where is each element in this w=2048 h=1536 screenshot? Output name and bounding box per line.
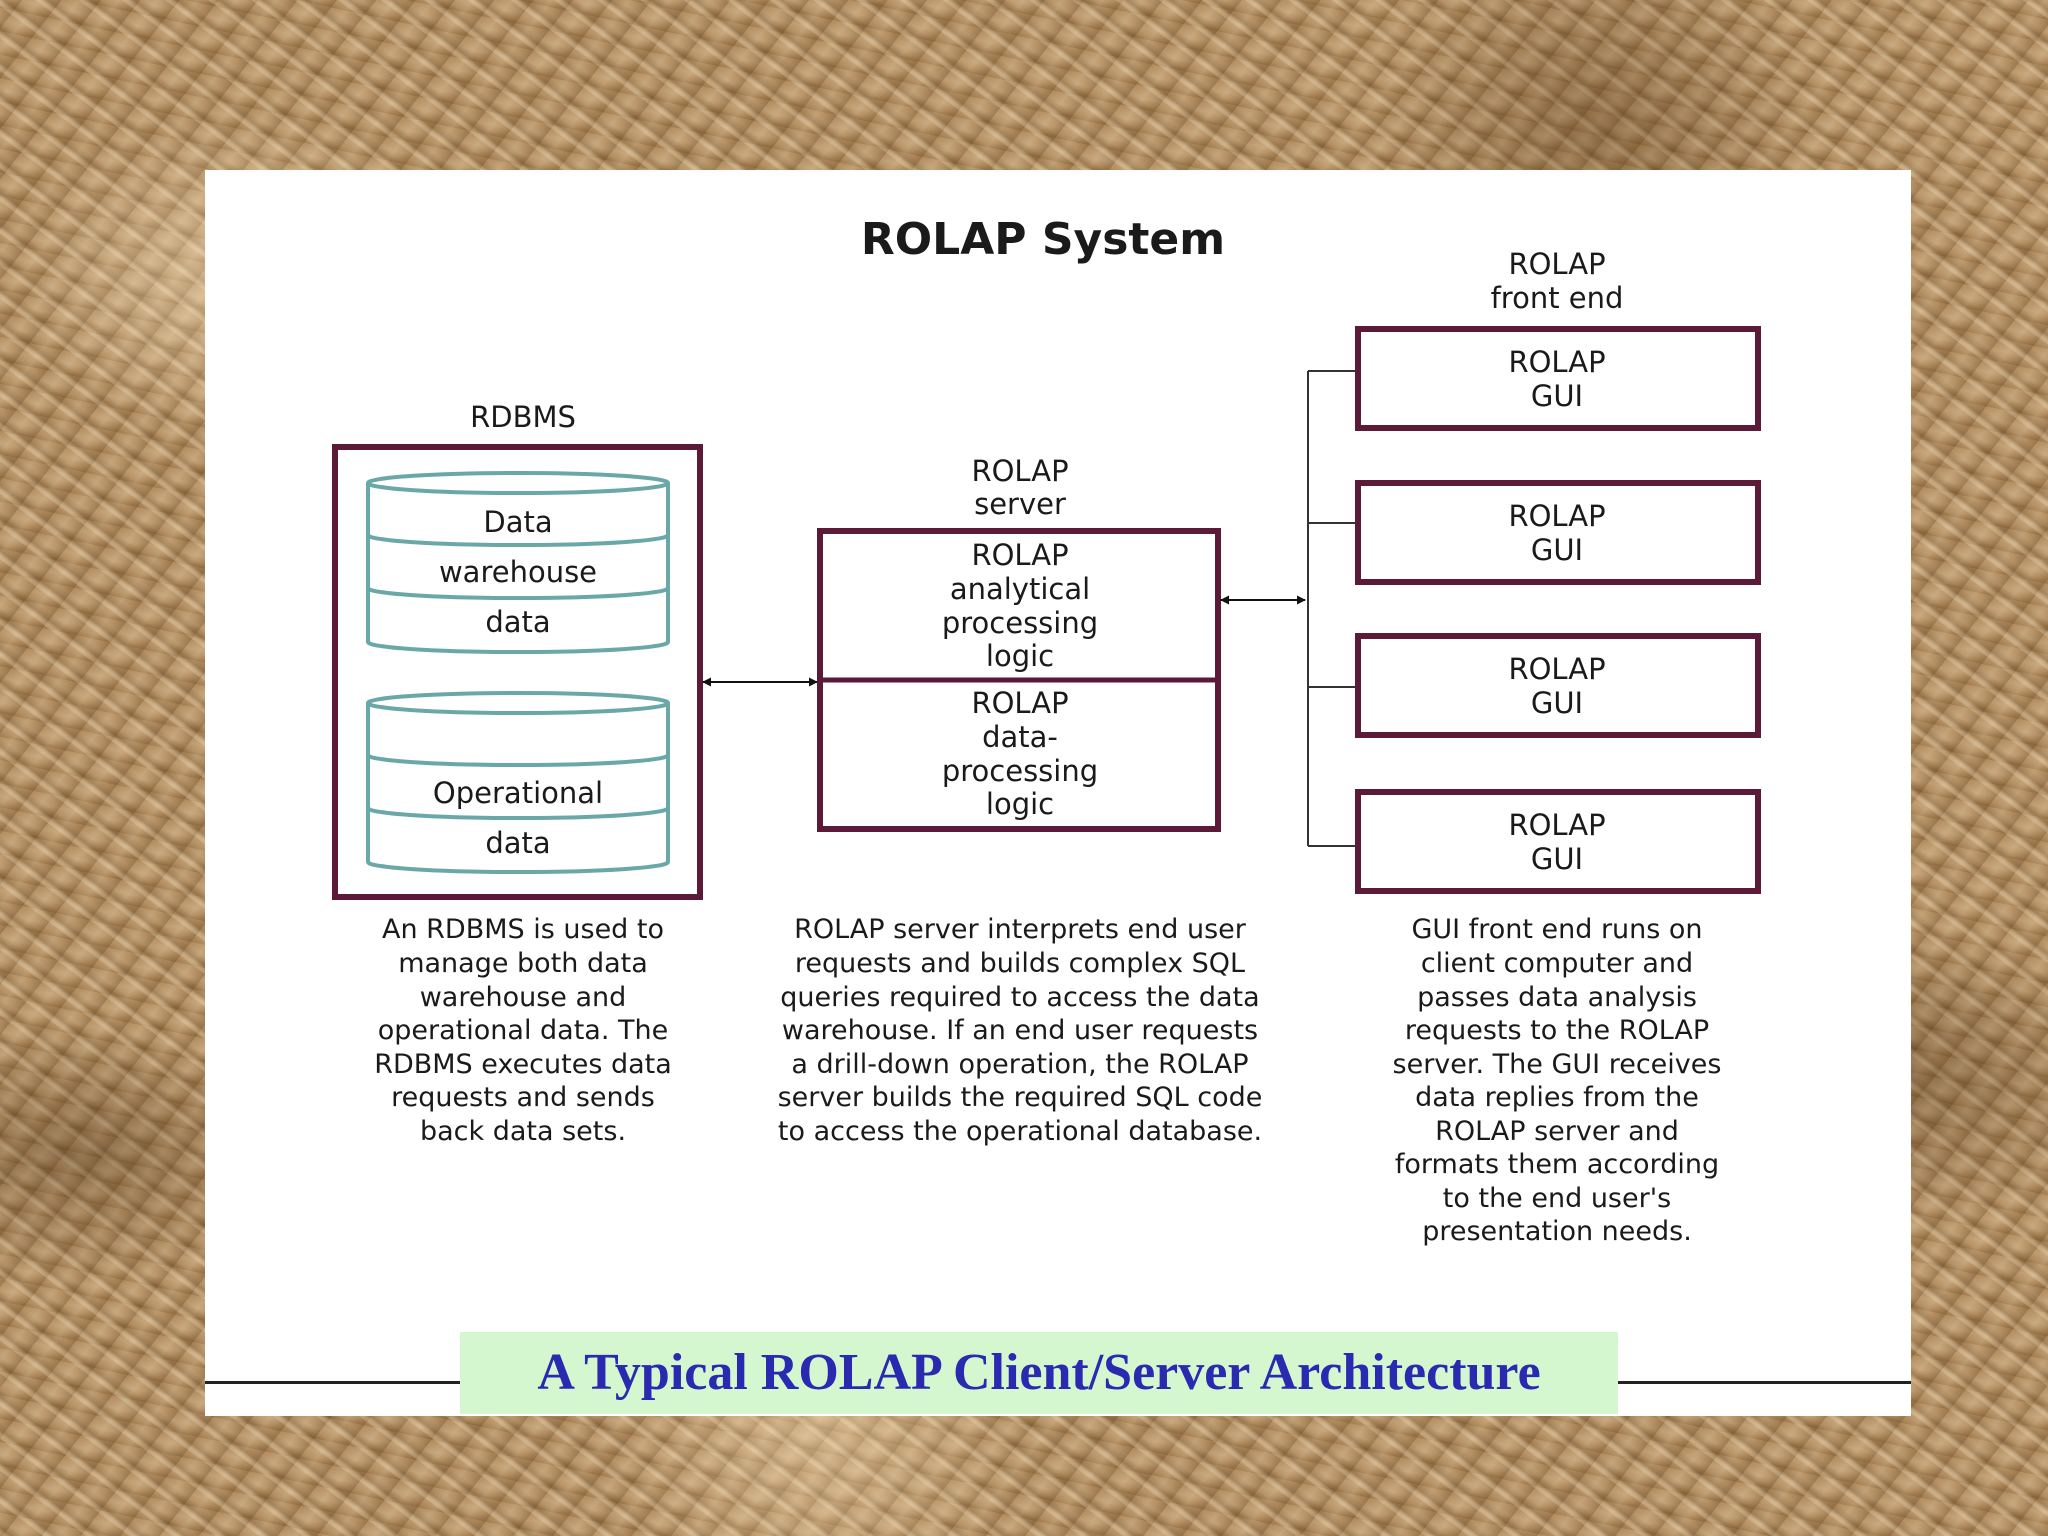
server-label-line: server: [974, 487, 1066, 521]
gui-box: ROLAP GUI: [1355, 480, 1761, 585]
caption-rule-left: [205, 1381, 460, 1384]
description-line: passes data analysis: [1417, 982, 1697, 1013]
gui-line: GUI: [1531, 842, 1583, 876]
description-line: ROLAP server and: [1435, 1116, 1679, 1147]
operational-line: Operational: [433, 776, 603, 810]
description-line: GUI front end runs on: [1411, 914, 1702, 945]
description-line: queries required to access the data: [780, 982, 1259, 1013]
rdbms-box: [332, 444, 703, 900]
gui-line: ROLAP: [1508, 652, 1605, 686]
analytical-line: logic: [986, 639, 1054, 673]
frontend-label-line: front end: [1491, 281, 1624, 315]
analytical-line: analytical: [950, 572, 1090, 606]
description-line: requests and sends: [391, 1082, 655, 1113]
dataproc-line: logic: [986, 787, 1054, 821]
dataproc-line: data-: [982, 720, 1058, 754]
diagram-panel: ROLAP System RDBMS Data warehouse data O…: [205, 170, 1911, 1416]
description-line: back data sets.: [420, 1116, 626, 1147]
description-line: presentation needs.: [1422, 1216, 1692, 1247]
description-line: requests and builds complex SQL: [795, 948, 1245, 979]
server-label-line: ROLAP: [971, 454, 1068, 488]
gui-line: ROLAP: [1508, 499, 1605, 533]
warehouse-line: warehouse: [439, 555, 597, 589]
gui-line: ROLAP: [1508, 345, 1605, 379]
description-line: operational data. The: [378, 1015, 668, 1046]
gui-line: GUI: [1531, 379, 1583, 413]
description-line: warehouse. If an end user requests: [782, 1015, 1258, 1046]
rdbms-label: RDBMS: [470, 400, 576, 434]
description-line: RDBMS executes data: [374, 1049, 672, 1080]
server-description: ROLAP server interprets end user request…: [778, 914, 1263, 1147]
description-line: data replies from the: [1415, 1082, 1699, 1113]
caption-rule-right: [1618, 1381, 1911, 1384]
description-line: client computer and: [1421, 948, 1693, 979]
warehouse-cylinder: [366, 471, 670, 654]
gui-box: ROLAP GUI: [1355, 326, 1761, 431]
analytical-line: ROLAP: [971, 538, 1068, 572]
description-line: a drill-down operation, the ROLAP: [791, 1049, 1248, 1080]
frontend-description: GUI front end runs on client computer an…: [1393, 914, 1722, 1247]
rdbms-description: An RDBMS is used to manage both data war…: [374, 914, 672, 1147]
gui-line: GUI: [1531, 533, 1583, 567]
dataproc-line: ROLAP: [971, 686, 1068, 720]
description-line: to access the operational database.: [778, 1116, 1262, 1147]
slide-caption: A Typical ROLAP Client/Server Architectu…: [460, 1332, 1618, 1414]
frontend-bus: [1307, 370, 1357, 847]
description-line: requests to the ROLAP: [1405, 1015, 1709, 1046]
frontend-label-line: ROLAP: [1508, 247, 1605, 281]
description-line: ROLAP server interprets end user: [794, 914, 1247, 945]
description-line: An RDBMS is used to: [382, 914, 664, 945]
analytical-line: processing: [942, 606, 1098, 640]
gui-line: ROLAP: [1508, 808, 1605, 842]
diagram-title: ROLAP System: [861, 214, 1225, 265]
description-line: server builds the required SQL code: [778, 1082, 1263, 1113]
description-line: manage both data: [398, 948, 648, 979]
description-line: warehouse and: [420, 982, 627, 1013]
gui-box: ROLAP GUI: [1355, 633, 1761, 738]
operational-line: data: [485, 826, 550, 860]
warehouse-line: Data: [483, 505, 552, 539]
warehouse-line: data: [485, 605, 550, 639]
gui-box: ROLAP GUI: [1355, 789, 1761, 894]
operational-cylinder: [366, 691, 670, 874]
gui-line: GUI: [1531, 686, 1583, 720]
description-line: to the end user's: [1443, 1183, 1671, 1214]
description-line: formats them according: [1395, 1149, 1719, 1180]
rolap-diagram: ROLAP System RDBMS Data warehouse data O…: [332, 214, 1761, 1247]
dataproc-line: processing: [942, 754, 1098, 788]
description-line: server. The GUI receives: [1393, 1049, 1722, 1080]
